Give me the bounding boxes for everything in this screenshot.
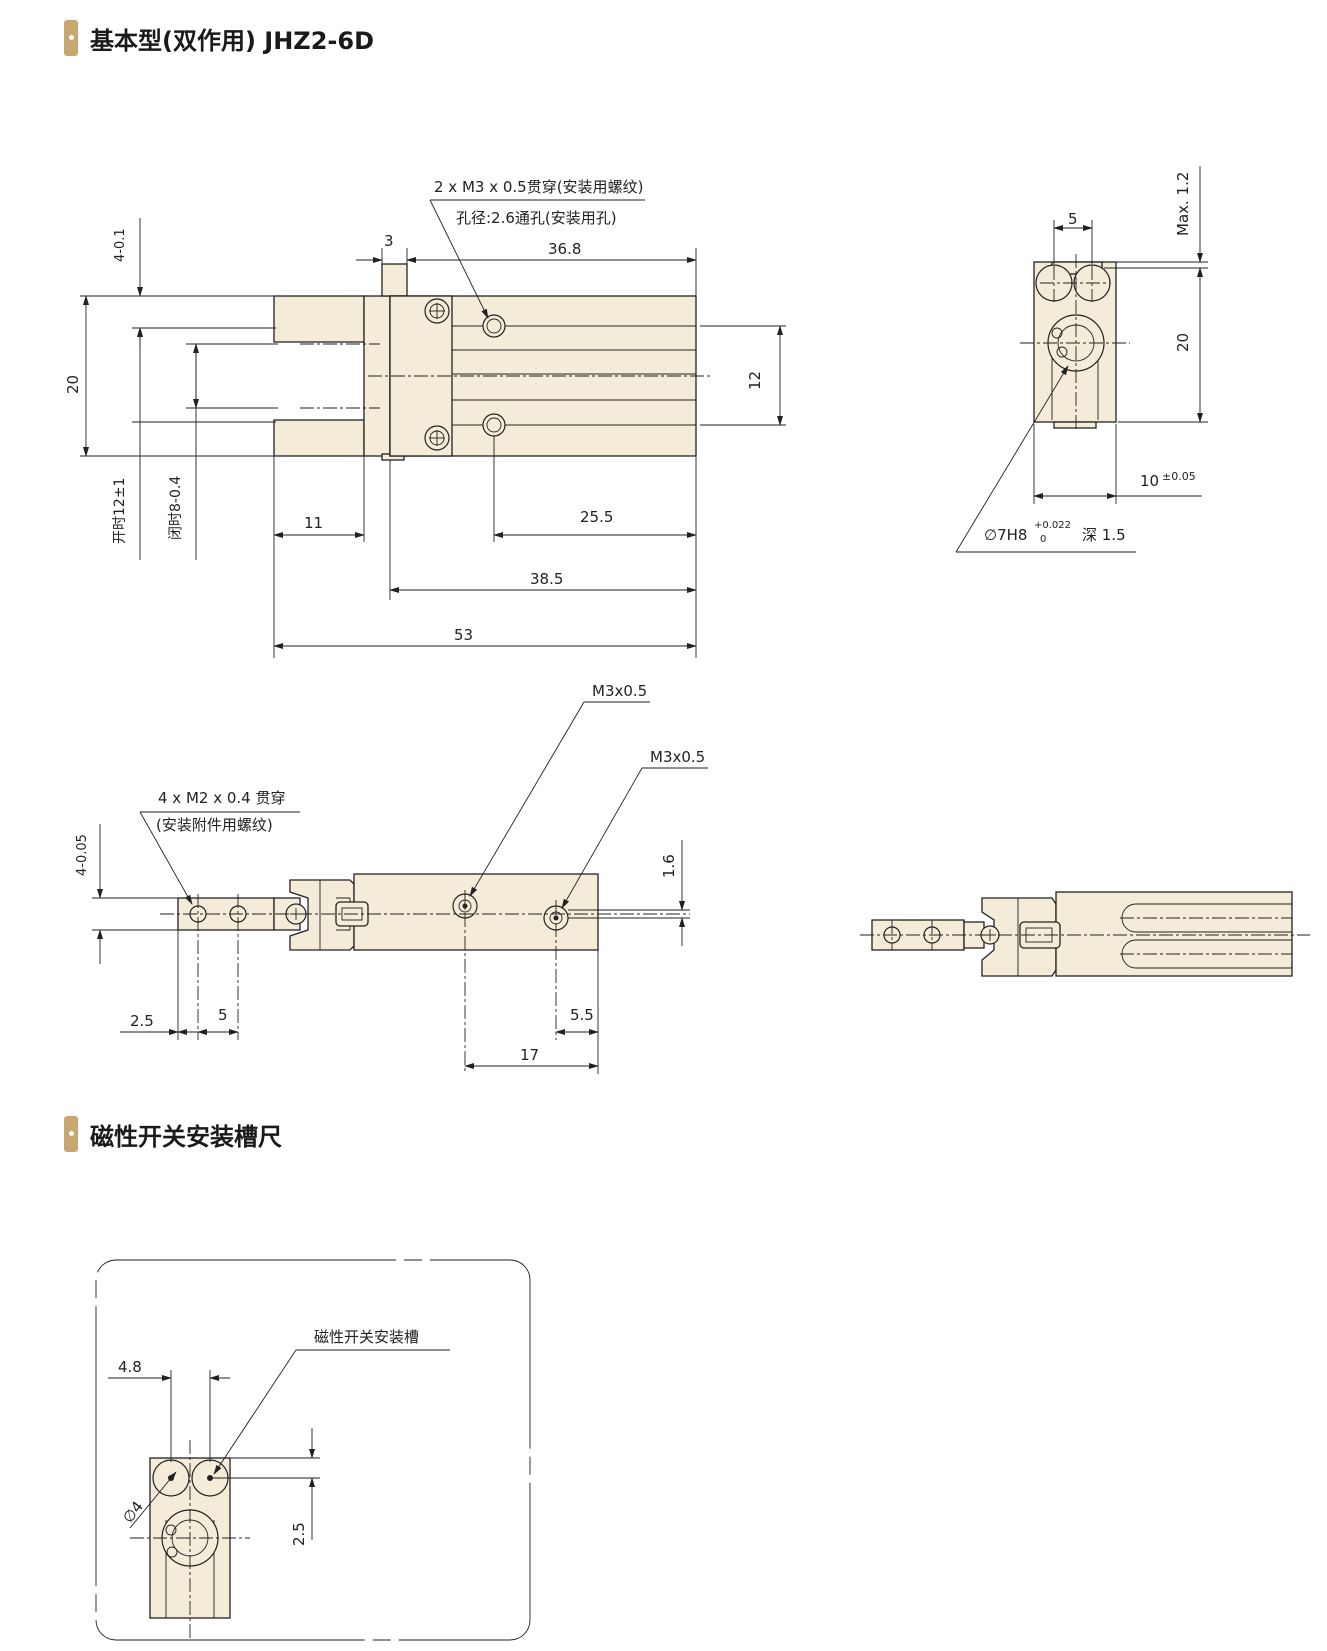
dim-top: 36.8 <box>548 240 581 258</box>
end-tol-upper: +0.022 <box>1034 520 1071 531</box>
side-cover <box>289 879 355 951</box>
end-dim-10: 10 <box>1140 472 1159 490</box>
jaw-lower <box>273 419 365 457</box>
end-tol-10: ±0.05 <box>1162 470 1196 483</box>
end-view: 5 Max. 1.2 20 10 ±0.05 ∅7H8 +0.022 0 深 1… <box>955 166 1208 553</box>
section-marker-icon <box>64 1116 78 1152</box>
bottom-body <box>1055 891 1293 977</box>
dim-height: 20 <box>64 375 82 394</box>
dim-closed: 闭时8-0.4 <box>168 476 184 540</box>
bottom-view <box>860 891 1310 977</box>
end-bottom-tab <box>1053 421 1097 429</box>
dim-53: 53 <box>454 626 473 644</box>
end-dim-max: Max. 1.2 <box>1174 172 1192 236</box>
top-tab <box>381 263 408 297</box>
dim-25-5: 25.5 <box>580 508 613 526</box>
end-dim-20: 20 <box>1174 333 1192 352</box>
section-header-basic: 基本型(双作用) JHZ2-6D <box>64 18 374 58</box>
end-tol-lower: 0 <box>1040 534 1046 545</box>
dim-top-small: 3 <box>384 232 394 250</box>
mount-hole-icon <box>482 314 506 338</box>
side-dim-1-6: 1.6 <box>660 854 678 878</box>
section-header-switch-slot: 磁性开关安装槽尺 <box>64 1114 282 1154</box>
slot-dim-4-8: 4.8 <box>118 1358 142 1376</box>
callout-hole: 孔径:2.6通孔(安装用孔) <box>456 209 617 227</box>
end-dim-5: 5 <box>1068 210 1078 228</box>
side-dim-17: 17 <box>520 1046 539 1064</box>
section-marker-icon <box>64 20 78 56</box>
callout-thread: 2 x M3 x 0.5贯穿(安装用螺纹) <box>434 178 643 196</box>
side-view: 4 x M2 x 0.4 贯穿 (安装附件用螺纹) M3x0.5 M3x0.5 … <box>75 682 708 1074</box>
side-dim-5: 5 <box>218 1006 228 1024</box>
detail-frame <box>95 1259 531 1641</box>
side-dim-5-5: 5.5 <box>570 1006 594 1024</box>
dim-right: 12 <box>746 371 764 390</box>
side-callout-m3-a: M3x0.5 <box>592 682 647 700</box>
slot-callout: 磁性开关安装槽 <box>314 1328 419 1346</box>
side-dim-left-tol: 4-0.05 <box>75 834 90 876</box>
dim-11: 11 <box>304 514 323 532</box>
dim-38-5: 38.5 <box>530 570 563 588</box>
slot-dim-dia: ∅4 <box>119 1498 147 1527</box>
side-dim-2-5: 2.5 <box>130 1012 154 1030</box>
slot-dim-2-5: 2.5 <box>290 1522 308 1546</box>
section-title-switch-slot: 磁性开关安装槽尺 <box>90 1122 282 1151</box>
screw-icon <box>424 425 450 451</box>
side-callout-m2: 4 x M2 x 0.4 贯穿 <box>158 789 285 807</box>
end-callout-depth: 深 1.5 <box>1082 526 1126 544</box>
dim-open: 开时12±1 <box>112 478 128 544</box>
dim-left-tol: 4-0.1 <box>113 228 128 262</box>
section-title-basic: 基本型(双作用) JHZ2-6D <box>90 26 374 55</box>
side-callout-m2-sub: (安装附件用螺纹) <box>156 816 273 834</box>
mount-hole-icon <box>482 413 506 437</box>
side-callout-m3-b: M3x0.5 <box>650 748 705 766</box>
end-callout-bore: ∅7H8 <box>984 526 1027 544</box>
bottom-cover <box>981 897 1057 977</box>
screw-icon <box>424 298 450 324</box>
jaw-upper <box>273 295 365 343</box>
slot-view: 磁性开关安装槽 4.8 ∅4 2.5 <box>95 1259 531 1641</box>
front-view: 2 x M3 x 0.5贯穿(安装用螺纹) 孔径:2.6通孔(安装用孔) 3 3… <box>64 178 786 658</box>
